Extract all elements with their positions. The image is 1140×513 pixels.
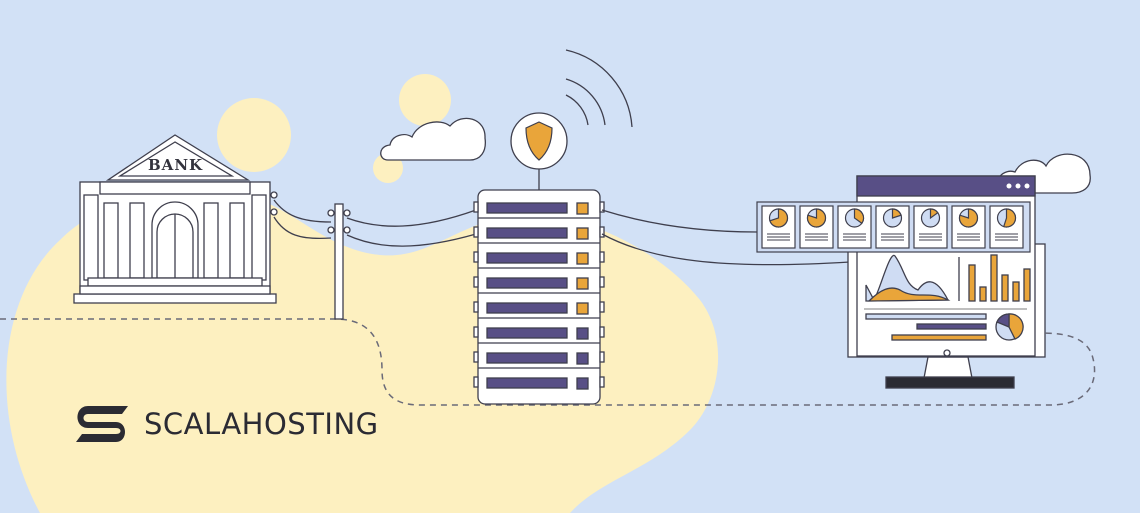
report-cards	[756, 201, 1031, 253]
shield-icon	[510, 112, 568, 190]
svg-text:BANK: BANK	[148, 156, 203, 174]
brand-name: SCALAHOSTING	[144, 407, 379, 441]
sun-circle-small	[399, 74, 451, 126]
utility-pole	[270, 191, 477, 320]
cloud-left	[380, 117, 486, 161]
brand-logo[interactable]: SCALAHOSTING	[72, 402, 379, 446]
sun-circle	[217, 98, 291, 172]
server-rack	[473, 189, 605, 405]
wifi-signal-icon	[565, 49, 633, 128]
connection-dashed-line	[0, 318, 1096, 406]
scalahosting-logo-icon	[76, 406, 128, 442]
bank-building: BANK	[73, 134, 277, 304]
